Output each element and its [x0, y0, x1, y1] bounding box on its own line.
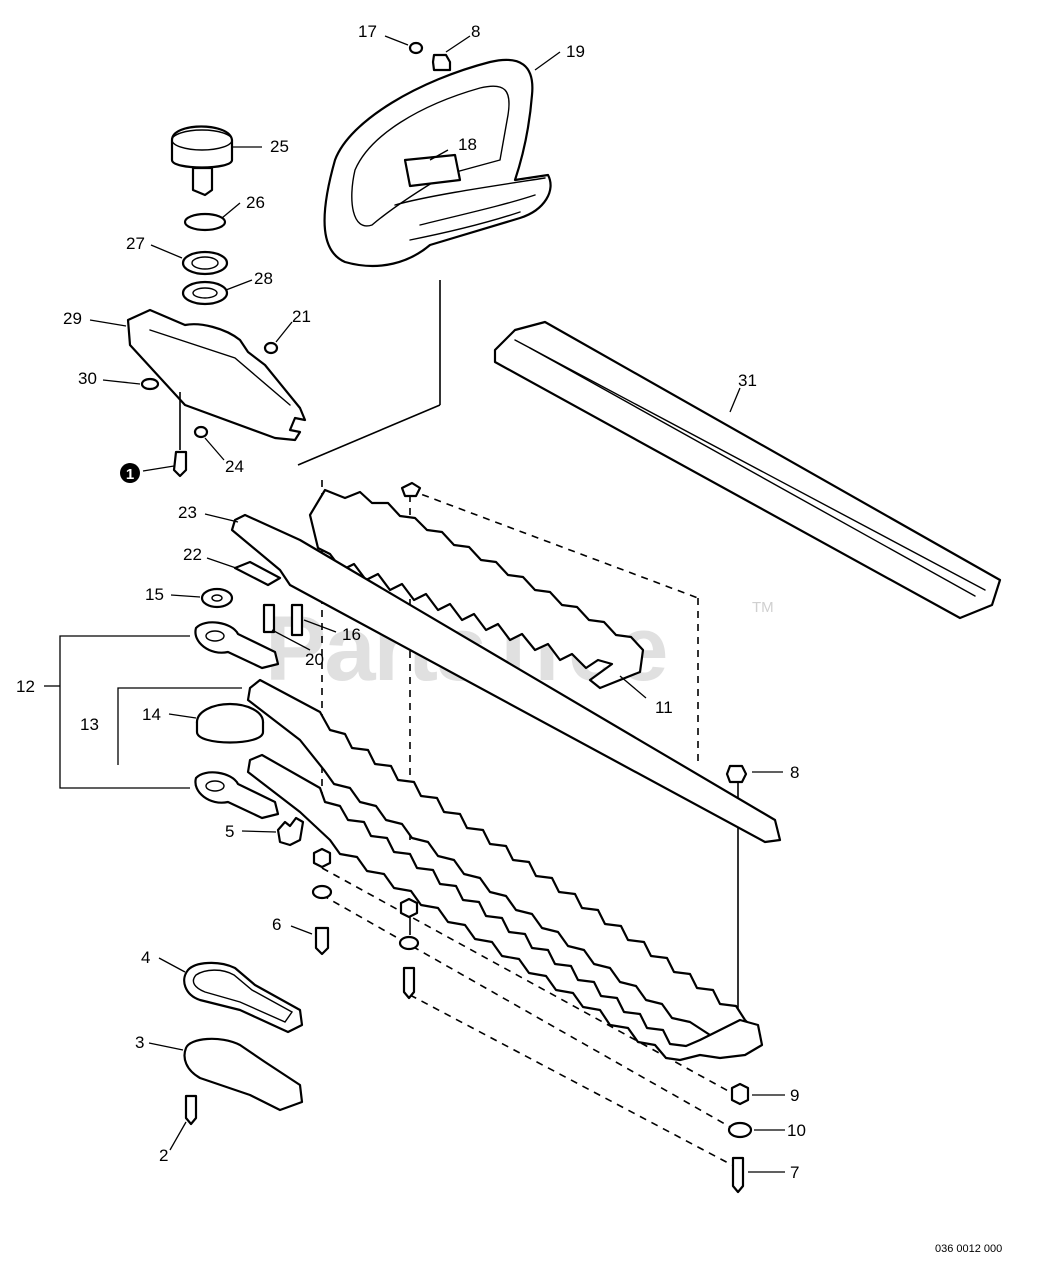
nut-top-blade-part[interactable]: [400, 481, 422, 498]
bolt-center-part[interactable]: [402, 966, 416, 1000]
label-21: 21: [292, 307, 311, 326]
label-13: 13: [80, 715, 99, 734]
label-19: 19: [566, 42, 585, 61]
label-11: 11: [655, 698, 673, 717]
hex-nut-part[interactable]: [312, 847, 332, 869]
plate-22-part[interactable]: [233, 560, 282, 587]
label-5: 5: [225, 822, 234, 841]
lower-blade-13-part[interactable]: [246, 678, 762, 1054]
gear-case-29-part[interactable]: [126, 308, 307, 442]
label-16: 16: [342, 625, 361, 644]
callout-badge-label: 1: [126, 466, 134, 483]
washer-10-part[interactable]: [727, 1121, 753, 1139]
washer-15-part[interactable]: [200, 587, 234, 609]
blade-cover-31-part[interactable]: [493, 320, 1002, 620]
upper-blade-11-part[interactable]: [308, 488, 645, 690]
label-15: 15: [145, 585, 164, 604]
label-25: 25: [270, 137, 289, 156]
label-10: 10: [787, 1121, 806, 1140]
washer-24-part[interactable]: [193, 425, 209, 439]
bolt-1-part[interactable]: [172, 450, 188, 478]
screw-2-part[interactable]: [184, 1094, 198, 1126]
bolt-7-part[interactable]: [731, 1156, 745, 1194]
bracket-5-part[interactable]: [276, 816, 305, 847]
cover-gasket-4-part[interactable]: [183, 961, 304, 1034]
hex-nut-center-part[interactable]: [399, 897, 419, 919]
nut-8-top-part[interactable]: [431, 53, 452, 72]
pin-30-part[interactable]: [140, 377, 160, 391]
screw-20-part[interactable]: [262, 603, 276, 634]
label-17: 17: [358, 22, 377, 41]
label-8-top: 8: [471, 22, 480, 41]
nut-8-lower-part[interactable]: [725, 764, 748, 784]
label-28: 28: [254, 269, 273, 288]
spacer-part[interactable]: [311, 884, 333, 900]
label-8-lower: 8: [790, 763, 799, 782]
label-22: 22: [183, 545, 202, 564]
nut-21-part[interactable]: [263, 341, 279, 355]
lower-blade-bottom-part[interactable]: [246, 753, 764, 1062]
link-12-lower-part[interactable]: [194, 771, 280, 820]
bolt-6-part[interactable]: [314, 926, 330, 956]
label-9: 9: [790, 1086, 799, 1105]
watermark-trademark: TM: [752, 599, 774, 616]
label-12: 12: [16, 677, 35, 696]
bearing-27-part[interactable]: [181, 250, 229, 276]
label-24: 24: [225, 457, 244, 476]
label-20: 20: [305, 650, 324, 669]
knob-25-part[interactable]: [170, 125, 234, 197]
handle-grip-plate-part[interactable]: [403, 153, 462, 188]
bearing-28-part[interactable]: [181, 280, 229, 306]
label-23: 23: [178, 503, 197, 522]
nut-9-part[interactable]: [730, 1082, 750, 1106]
ring-26-part[interactable]: [183, 212, 227, 232]
label-14: 14: [142, 705, 161, 724]
drawing-code: 036 0012 000: [935, 1243, 1002, 1255]
label-7: 7: [790, 1163, 799, 1182]
link-12-upper-part[interactable]: [194, 621, 280, 670]
small-nut-17-part[interactable]: [408, 41, 424, 55]
label-26: 26: [246, 193, 265, 212]
cover-3-part[interactable]: [183, 1037, 304, 1112]
spacer-center-part[interactable]: [398, 935, 420, 951]
label-31: 31: [738, 371, 757, 390]
label-29: 29: [63, 309, 82, 328]
label-30: 30: [78, 369, 97, 388]
label-18: 18: [458, 135, 477, 154]
label-6: 6: [272, 915, 281, 934]
label-2: 2: [159, 1146, 168, 1165]
label-4: 4: [141, 948, 150, 967]
label-27: 27: [126, 234, 145, 253]
label-3: 3: [135, 1033, 144, 1052]
screw-16-part[interactable]: [290, 603, 304, 637]
bar-23-part[interactable]: [230, 513, 782, 844]
callout-badge[interactable]: 1: [120, 463, 140, 483]
gear-14-part[interactable]: [195, 702, 265, 744]
